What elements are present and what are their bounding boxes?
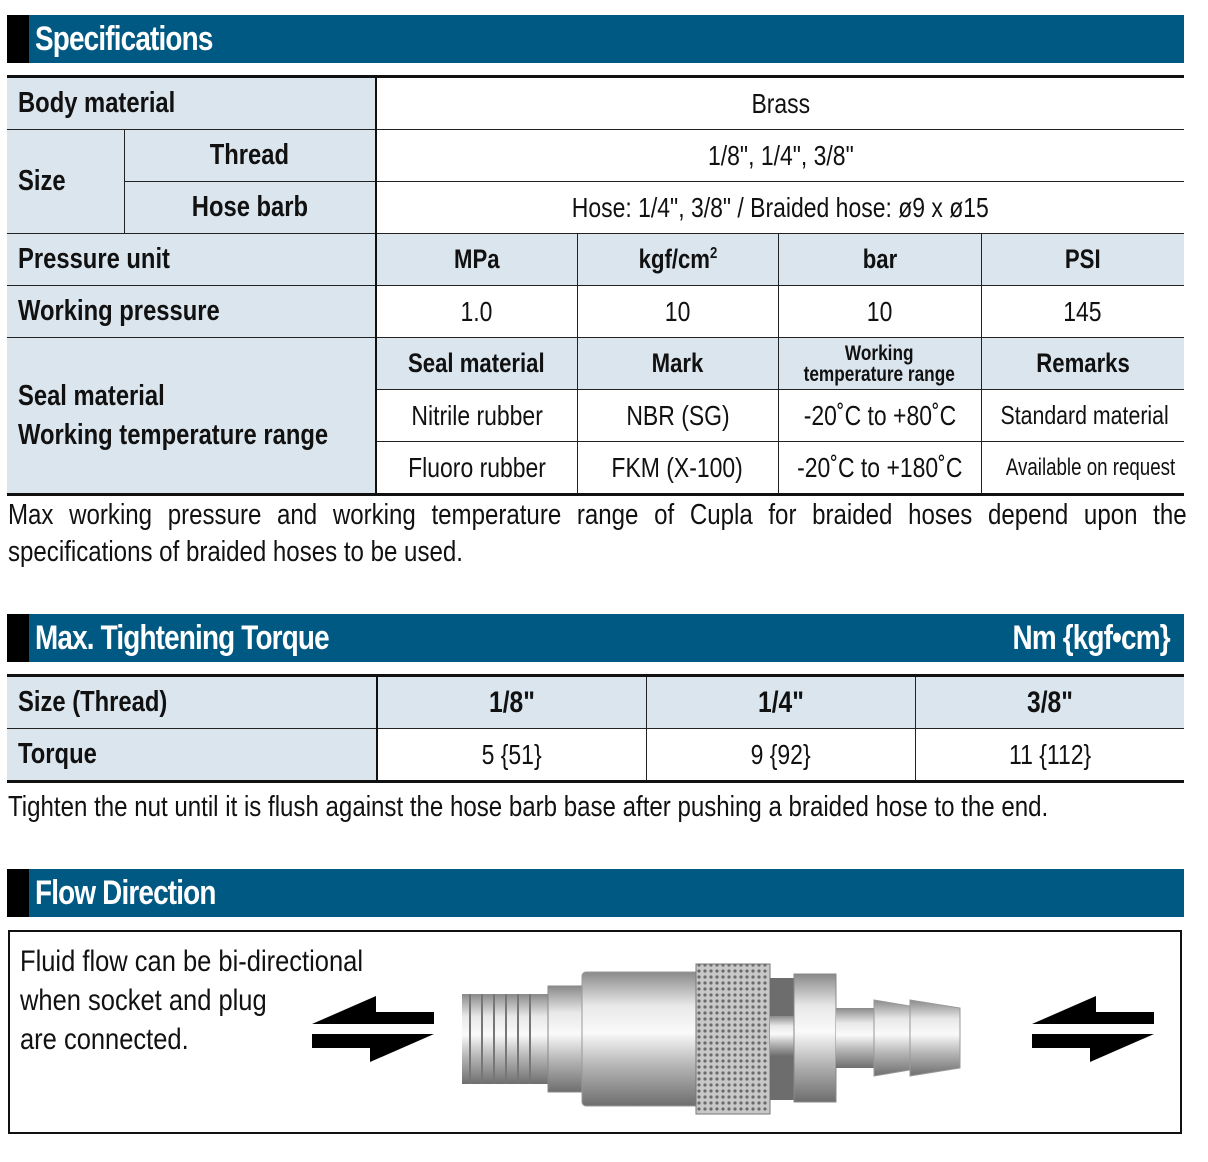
specifications-table: Body material Brass Size Thread 1/8", 1/… [7, 75, 1185, 496]
size-header: 1/4" [645, 675, 916, 729]
torque-note: Tighten the nut until it is flush agains… [8, 791, 1049, 823]
row-sublabel: Hose barb [124, 181, 378, 234]
row-label: Torque [7, 728, 378, 782]
seal-header: Seal material [375, 337, 578, 390]
table-row: Fluoro rubber FKM (X-100) -20˚C to +180˚… [7, 441, 1185, 495]
seal-header: Remarks [980, 337, 1185, 390]
size-header: 1/8" [376, 675, 647, 729]
table-row: Hose barb Hose: 1/4", 3/8" / Braided hos… [7, 181, 1185, 234]
specifications-header: Specifications [7, 15, 1184, 63]
seal-remarks: Available on request [980, 441, 1185, 495]
row-label: Size (Thread) [7, 675, 378, 729]
row-sublabel: Thread [123, 129, 378, 182]
table-row: Working pressure 1.0 10 10 145 [7, 285, 1185, 338]
pressure-value: 10 [576, 285, 779, 338]
pressure-value: 10 [777, 285, 982, 338]
section-title: Max. Tightening Torque [35, 618, 330, 657]
header-accent-bar [7, 869, 29, 917]
torque-unit: Nm {kgf•cm} [1012, 618, 1171, 657]
row-label: Body material [7, 76, 378, 130]
unit-header: bar [777, 233, 982, 286]
torque-header: Max. Tightening Torque Nm {kgf•cm} [7, 614, 1184, 662]
torque-value: 9 {92} [645, 728, 916, 782]
seal-mark: FKM (X-100) [576, 441, 779, 495]
table-row: Body material Brass [7, 76, 1185, 130]
flow-direction-box: Fluid flow can be bi-directional when so… [8, 930, 1182, 1134]
pressure-value: 145 [980, 285, 1185, 338]
section-title: Flow Direction [35, 873, 216, 912]
bidirectional-arrows-icon [1032, 996, 1154, 1062]
row-label: Seal material Working temperature range [7, 337, 378, 495]
seal-range: -20˚C to +80˚C [777, 389, 982, 442]
header-accent-bar [7, 614, 29, 662]
flow-header: Flow Direction [7, 869, 1184, 917]
torque-table: Size (Thread) 1/8" 1/4" 3/8" Torque 5 {5… [7, 674, 1184, 783]
unit-header: MPa [375, 233, 578, 286]
bidirectional-arrows-icon [312, 996, 434, 1062]
table-row: Pressure unit MPa kgf/cm2 bar PSI [7, 233, 1185, 286]
row-label: Size [7, 129, 125, 234]
specifications-note: Max working pressure and working tempera… [8, 499, 1187, 568]
torque-value: 5 {51} [376, 728, 647, 782]
seal-range: -20˚C to +180˚C [777, 441, 982, 495]
table-row: Seal material Working temperature range … [7, 337, 1185, 495]
unit-header: kgf/cm2 [576, 233, 779, 286]
table-row: Nitrile rubber NBR (SG) -20˚C to +80˚C S… [7, 389, 1185, 442]
body-material-value: Brass [375, 76, 1185, 130]
table-row: Size Thread 1/8", 1/4", 3/8" [7, 129, 1185, 234]
seal-remarks: Standard material [980, 389, 1185, 442]
seal-material: Fluoro rubber [376, 441, 578, 495]
thread-value: 1/8", 1/4", 3/8" [375, 129, 1185, 182]
hose-barb-value: Hose: 1/4", 3/8" / Braided hose: ø9 x ø1… [375, 181, 1185, 234]
torque-value: 11 {112} [914, 728, 1184, 782]
seal-material: Nitrile rubber [376, 389, 578, 442]
table-row: Size (Thread) 1/8" 1/4" 3/8" [7, 675, 1184, 729]
flow-description: Fluid flow can be bi-directional when so… [20, 945, 364, 1056]
row-label: Working pressure [7, 285, 378, 338]
table-row: Torque 5 {51} 9 {92} 11 {112} [7, 728, 1184, 782]
size-header: 3/8" [914, 675, 1184, 729]
row-label: Pressure unit [7, 233, 378, 286]
pressure-value: 1.0 [375, 285, 578, 338]
seal-mark: NBR (SG) [576, 389, 779, 442]
coupling-photo [462, 963, 961, 1115]
seal-header: Mark [576, 337, 779, 390]
section-title: Specifications [35, 19, 213, 58]
header-accent-bar [7, 15, 29, 63]
unit-header: PSI [980, 233, 1185, 286]
